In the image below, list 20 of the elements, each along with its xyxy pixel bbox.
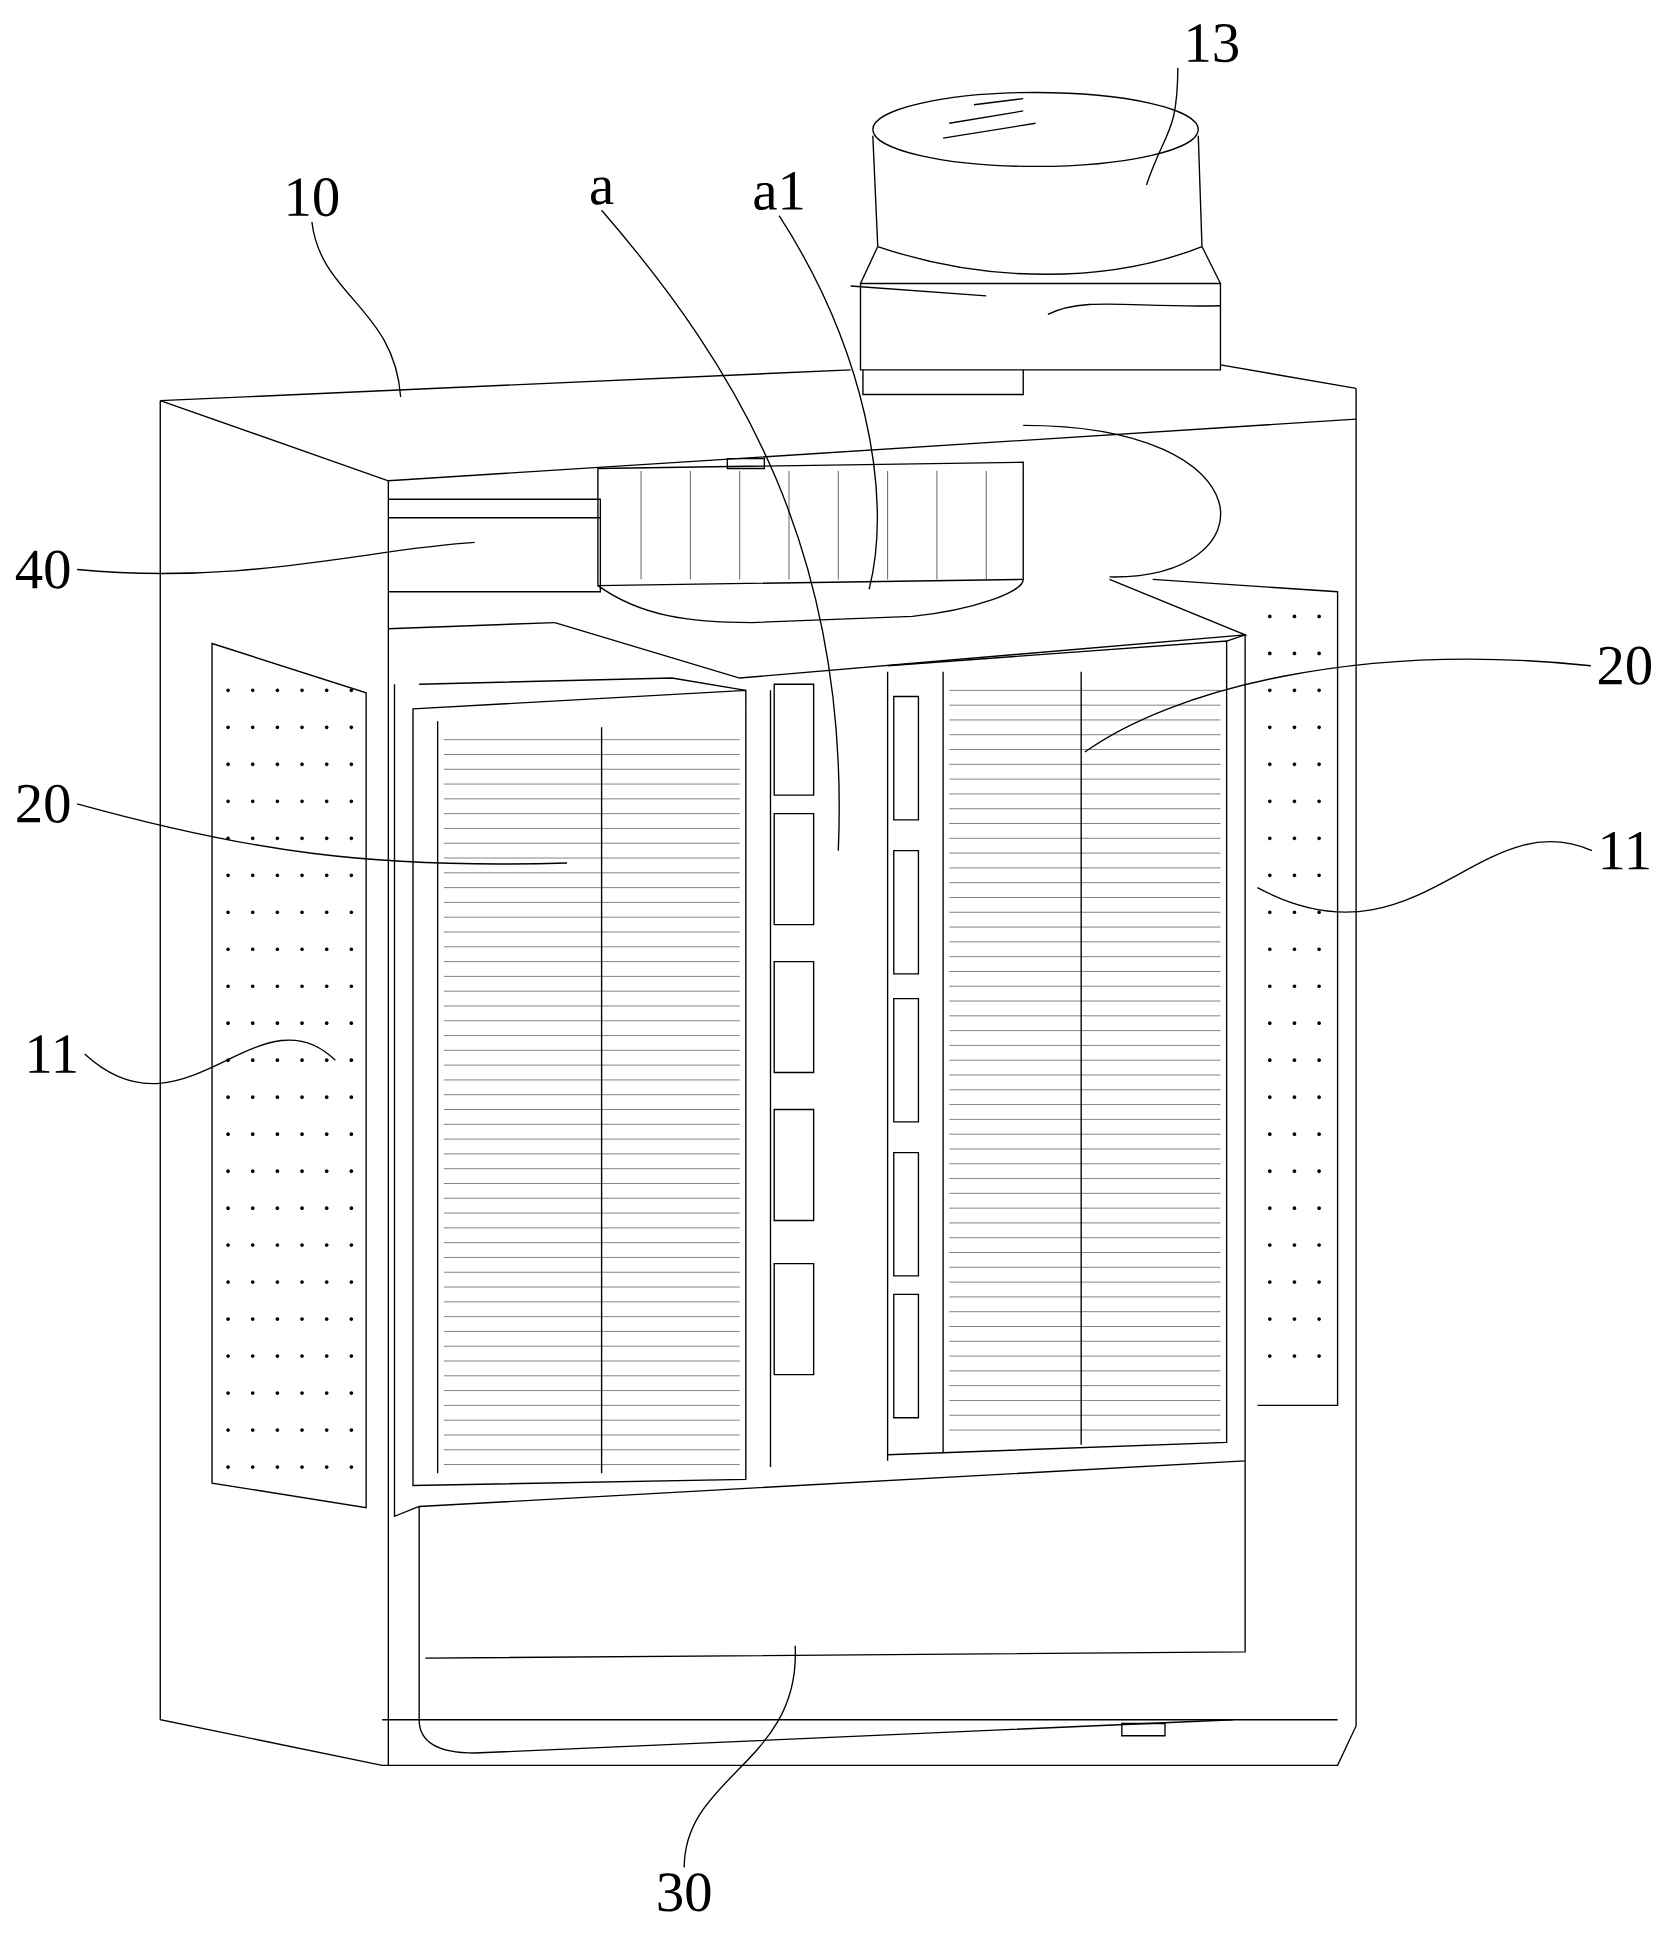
callout-number: 30 — [658, 1873, 711, 1912]
callout-number: 20 — [17, 784, 70, 823]
callout-number: a — [590, 177, 614, 205]
leader-line — [83, 1039, 336, 1085]
leader-line — [76, 803, 568, 865]
callout-number: a1 — [754, 172, 803, 211]
leader-line — [1084, 658, 1592, 753]
callout-number: 13 — [1188, 24, 1238, 63]
leader-line — [76, 541, 476, 575]
callout-number: 11 — [1602, 831, 1649, 870]
callout-number: 40 — [15, 550, 70, 589]
leader-line — [1256, 841, 1593, 913]
leader-line — [683, 1645, 796, 1869]
leader-line — [600, 209, 840, 852]
callout-number: 20 — [1598, 646, 1651, 685]
leader-line — [1145, 67, 1179, 186]
leader-line — [311, 221, 402, 398]
leader-line — [778, 215, 878, 590]
callout-number: 10 — [288, 178, 338, 217]
callout-number: 11 — [29, 1035, 76, 1073]
